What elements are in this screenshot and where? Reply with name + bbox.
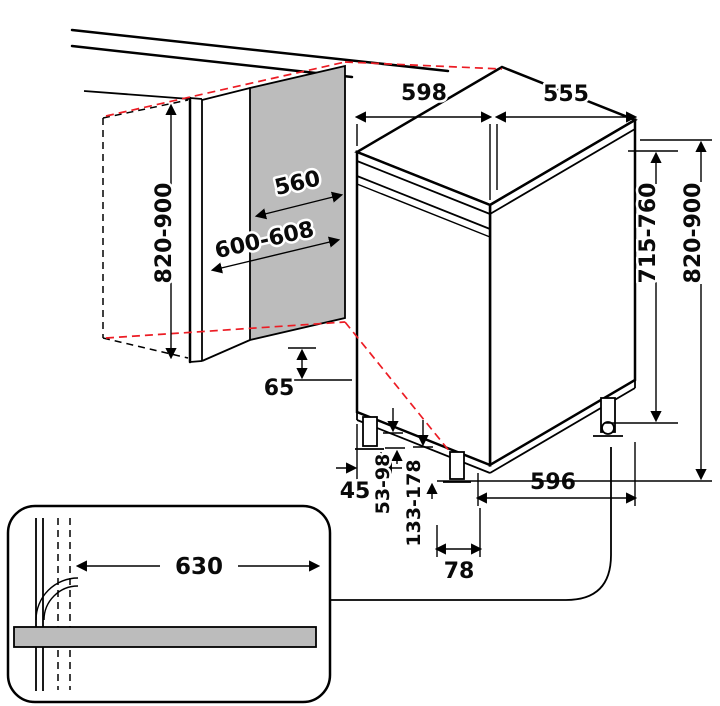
dim-overall-height-right: 820-900 bbox=[437, 139, 712, 482]
dim-top-depth-label: 555 bbox=[543, 82, 589, 107]
projection-top-right bbox=[344, 61, 503, 70]
dim-niche-height-label: 820-900 bbox=[152, 183, 177, 284]
dim-foot-range-large-label: 133-178 bbox=[403, 459, 425, 546]
dimension-arrow bbox=[210, 236, 341, 274]
dim-clearance-label: 65 bbox=[264, 376, 295, 401]
dim-plinth-gap-label: 78 bbox=[444, 559, 475, 584]
hidden-floor-edge bbox=[102, 337, 189, 359]
front-right-foot bbox=[449, 451, 465, 480]
countertop bbox=[70, 28, 450, 79]
projection-top-left bbox=[105, 61, 346, 117]
wall-bottom-cap bbox=[189, 360, 203, 363]
dim-foot-range-small: 53-98 bbox=[370, 408, 405, 517]
side-top-lip bbox=[489, 128, 636, 215]
dim-overall-height-label: 820-900 bbox=[681, 183, 706, 284]
dim-foot-offset: 45 bbox=[336, 424, 402, 507]
dim-foot-range-small-label: 53-98 bbox=[372, 454, 394, 515]
niche-floor-edge bbox=[201, 339, 251, 362]
back-panel bbox=[249, 64, 346, 342]
counter-bottom-edge bbox=[70, 44, 354, 79]
dim-appliance-height: 715-760 bbox=[605, 150, 678, 424]
door-swing-arc-outer bbox=[35, 577, 79, 621]
dim-top-width-label: 598 bbox=[401, 81, 447, 106]
dim-clearance-under: 65 bbox=[261, 347, 352, 404]
detail-leader-curve bbox=[331, 447, 612, 601]
inset-frame bbox=[6, 504, 332, 704]
dim-niche-height-left: 820-900 bbox=[150, 103, 180, 360]
niche-top-back-edge bbox=[201, 87, 251, 101]
door-face bbox=[355, 150, 492, 467]
door-handle-line-2 bbox=[356, 183, 491, 238]
rear-foot-roller bbox=[601, 421, 615, 435]
door-handle-line bbox=[356, 175, 491, 230]
dim-plinth-width: 630 bbox=[75, 552, 321, 583]
counter-underside-line bbox=[83, 90, 191, 100]
dim-plinth-width-label: 630 bbox=[175, 554, 223, 580]
dim-top-width: 598 bbox=[354, 79, 493, 200]
door-top-frame bbox=[356, 160, 491, 215]
dim-foot-range-large: 133-178 bbox=[401, 420, 438, 549]
hidden-top-edge bbox=[102, 99, 189, 119]
projection-bottom-left bbox=[105, 321, 346, 339]
dimension-arrow bbox=[254, 191, 344, 220]
dim-foot-offset-label: 45 bbox=[340, 479, 371, 504]
projection-bottom-right bbox=[344, 321, 451, 453]
dim-top-depth: 555 bbox=[494, 80, 638, 190]
wall-top-cap bbox=[189, 97, 203, 100]
dim-appliance-height-label: 715-760 bbox=[636, 183, 661, 284]
door-swing-arc bbox=[43, 585, 79, 621]
dishwasher bbox=[354, 65, 638, 483]
dim-base-depth: 596 bbox=[475, 442, 638, 506]
niche-back-panel bbox=[249, 64, 346, 342]
front-left-foot bbox=[362, 416, 378, 447]
plinth-bar bbox=[13, 626, 317, 648]
plinth-detail-inset: 630 bbox=[6, 504, 332, 704]
dim-base-depth-label: 596 bbox=[530, 470, 576, 495]
dim-plinth-gap: 78 bbox=[434, 508, 483, 587]
projection-lines bbox=[105, 61, 503, 453]
